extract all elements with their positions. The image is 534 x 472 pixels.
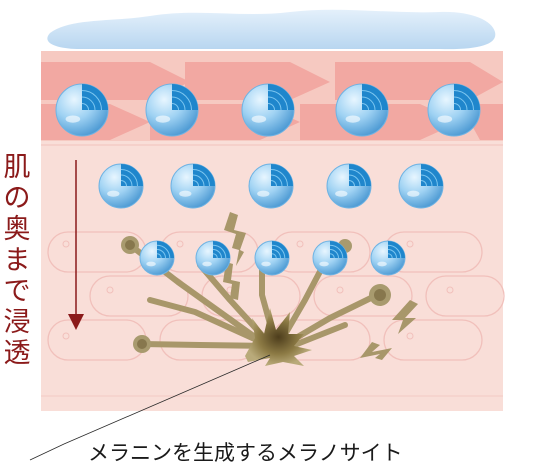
ingredient-particle — [398, 163, 444, 209]
penetration-arrow — [68, 160, 84, 330]
melanocyte-caption: メラニンを生成するメラノサイト — [88, 441, 403, 465]
ingredient-particle — [335, 83, 389, 137]
penetration-label: 肌の奥まで浸透 — [3, 152, 31, 369]
ingredient-particle — [170, 163, 216, 209]
ingredient-particle — [326, 163, 372, 209]
ingredient-particle — [98, 163, 144, 209]
ingredient-particles — [55, 83, 481, 276]
ingredient-particle — [248, 163, 294, 209]
caption-leader-line — [29, 354, 271, 461]
ingredient-particle — [241, 83, 295, 137]
ingredient-particle — [145, 83, 199, 137]
ingredient-particle — [427, 83, 481, 137]
ingredient-particle — [55, 83, 109, 137]
ingredient-particle — [195, 240, 231, 276]
ingredient-particle — [254, 240, 290, 276]
skin-surface-cloud — [47, 9, 496, 50]
ingredient-particle — [370, 240, 406, 276]
skin-cracks — [223, 212, 418, 360]
melanocyte-body — [245, 308, 312, 366]
ingredient-particle — [139, 240, 175, 276]
ingredient-particle — [312, 240, 348, 276]
